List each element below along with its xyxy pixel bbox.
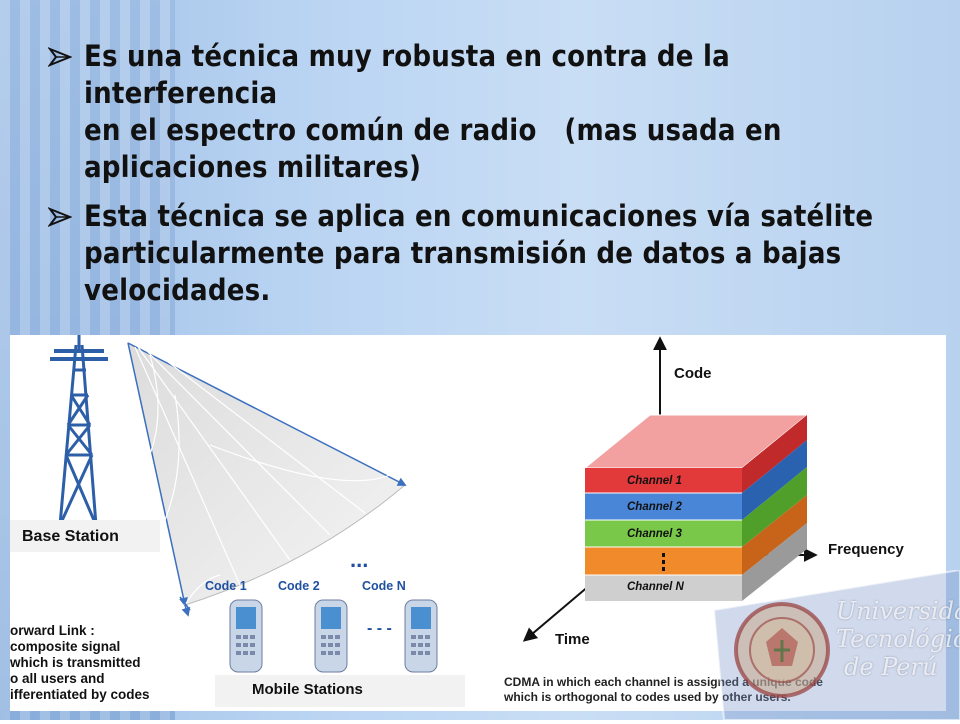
bullet-item: Esta técnica se aplica en comunicaciones… bbox=[48, 198, 928, 309]
time-axis-label: Time bbox=[555, 631, 590, 648]
arrow-bullet-icon bbox=[48, 47, 72, 67]
base-station-tower-icon bbox=[50, 335, 108, 526]
base-station-label: Base Station bbox=[22, 528, 119, 545]
signal-beam bbox=[127, 342, 407, 617]
mobile-stations-label: Mobile Stations bbox=[252, 681, 363, 698]
bullet-line: aplicaciones militares) bbox=[84, 150, 422, 184]
bullet-line: Es una técnica muy robusta en contra de … bbox=[84, 39, 730, 110]
bullet-line: Esta técnica se aplica en comunicaciones… bbox=[84, 199, 874, 233]
channel-layer bbox=[585, 575, 742, 601]
cdma-caption: CDMA in which each channel is assigned a… bbox=[504, 675, 823, 705]
forward-link-line: which is transmitted bbox=[10, 655, 141, 670]
cdma-diagram bbox=[10, 335, 818, 707]
base-station-label-box bbox=[10, 520, 160, 552]
bullet-line: particularmente para transmisión de dato… bbox=[84, 236, 842, 270]
channel-label: Channel 1 bbox=[627, 475, 682, 487]
channel-label: Channel 2 bbox=[627, 501, 682, 513]
code-label: Code N bbox=[362, 579, 406, 593]
channel-label: Channel 3 bbox=[627, 528, 682, 540]
forward-link-line: composite signal bbox=[10, 639, 121, 654]
frequency-axis-label: Frequency bbox=[828, 541, 904, 558]
bullet-line: en el espectro común de radio (mas usada… bbox=[84, 113, 782, 147]
mobile-phone-icon bbox=[314, 599, 348, 673]
bullet-item: Es una técnica muy robusta en contra de … bbox=[48, 38, 928, 186]
caption-line: CDMA in which each channel is assigned a… bbox=[504, 675, 823, 689]
dash-dots: - - - bbox=[367, 620, 392, 637]
logo-text-line: Universidad bbox=[836, 597, 960, 625]
channel-label: Channel N bbox=[627, 581, 684, 593]
channel-cube bbox=[583, 414, 809, 601]
code-label: Code 1 bbox=[205, 579, 247, 593]
caption-line: which is orthogonal to codes used by oth… bbox=[504, 690, 791, 704]
forward-link-text: orward Link : composite signal which is … bbox=[10, 623, 150, 703]
bullet-list: Es una técnica muy robusta en contra de … bbox=[48, 38, 928, 321]
bullet-line: velocidades. bbox=[84, 273, 271, 307]
channel-layer bbox=[585, 520, 742, 547]
forward-link-line: orward Link : bbox=[10, 623, 95, 638]
university-logo: Universidad Tecnológica de Perú bbox=[712, 568, 960, 721]
code-label: Code 2 bbox=[278, 579, 320, 593]
channel-layer bbox=[585, 468, 742, 493]
arrow-bullet-icon bbox=[48, 207, 72, 227]
code-axis-label: Code bbox=[674, 365, 712, 382]
logo-text-line: de Perú bbox=[844, 653, 938, 681]
forward-link-line: ifferentiated by codes bbox=[10, 687, 150, 702]
university-seal-icon bbox=[712, 568, 960, 721]
mobile-phone-icon bbox=[229, 599, 263, 673]
mobile-stations-box bbox=[215, 675, 465, 707]
forward-link-line: o all users and bbox=[10, 671, 105, 686]
logo-text-line: Tecnológica bbox=[836, 625, 960, 653]
mobile-phone-icon bbox=[404, 599, 438, 673]
channel-layer bbox=[585, 493, 742, 520]
ellipsis-dots: ... bbox=[350, 547, 369, 572]
